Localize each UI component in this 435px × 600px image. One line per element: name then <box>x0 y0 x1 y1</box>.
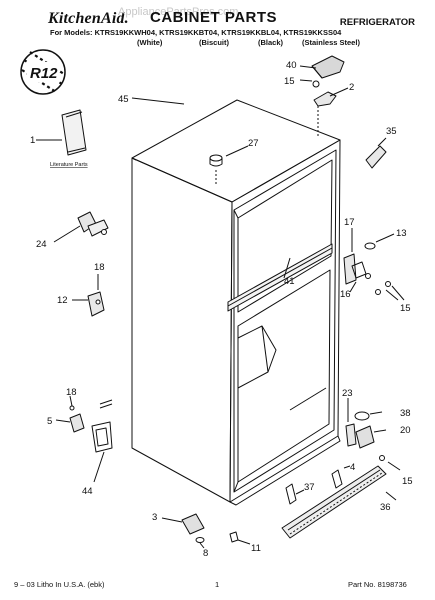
footer-litho: 9 – 03 Litho In U.S.A. (ebk) <box>14 580 105 589</box>
hinge-12 <box>72 274 105 317</box>
models-line: For Models: KTRS19KKWH04, KTRS19KKBT04, … <box>50 28 342 37</box>
cap-27 <box>209 145 249 185</box>
callout-44: 44 <box>82 486 93 497</box>
callout-17: 17 <box>344 217 355 228</box>
callout-18-lower: 18 <box>66 387 77 398</box>
callout-11: 11 <box>251 543 261 554</box>
callout-37: 37 <box>304 482 315 493</box>
divider-mullion <box>227 243 333 312</box>
callout-4: 4 <box>350 462 355 473</box>
callout-2: 2 <box>349 82 354 93</box>
callout-15-top: 15 <box>284 76 295 87</box>
callout-8: 8 <box>203 548 208 559</box>
callout-16: 16 <box>340 289 351 300</box>
callout-18-upper: 18 <box>94 262 105 273</box>
brand-logo: KitchenAid. <box>48 10 129 27</box>
hinge-right-mid <box>343 228 405 301</box>
callout-12: 12 <box>57 295 68 306</box>
hinge-24 <box>53 211 109 243</box>
callout-20: 20 <box>400 425 411 436</box>
hinge-lower-right <box>345 398 401 471</box>
door-stop-5 <box>55 395 113 483</box>
callout-3: 3 <box>152 512 157 523</box>
callout-41: 41 <box>284 276 295 287</box>
literature-booklet <box>36 109 87 156</box>
leader-lines <box>131 97 291 279</box>
footer-part-number: Part No. 8198736 <box>348 580 407 589</box>
footer-page-number: 1 <box>215 580 220 589</box>
callout-40: 40 <box>286 60 297 71</box>
bracket-35 <box>365 137 387 169</box>
clips <box>285 465 351 505</box>
callout-45: 45 <box>118 94 129 105</box>
variant-biscuit: (Biscuit) <box>199 38 229 47</box>
literature-label: Literature Parts <box>50 162 88 168</box>
callout-36: 36 <box>380 502 391 513</box>
callout-1: 1 <box>30 135 35 146</box>
category-label: REFRIGERATOR <box>339 17 415 28</box>
variant-stainless: (Stainless Steel) <box>302 38 360 47</box>
callout-15-bottom: 15 <box>402 476 413 487</box>
callout-27: 27 <box>248 138 259 149</box>
callout-5: 5 <box>47 416 52 427</box>
watermark: AppliancePartsPros.com <box>118 6 239 18</box>
badge-label: R12 <box>30 65 58 82</box>
callout-38: 38 <box>400 408 411 419</box>
base-grille <box>281 465 397 539</box>
callout-24: 24 <box>36 239 47 250</box>
r12-badge <box>20 49 66 95</box>
bottom-hinge <box>161 513 251 549</box>
callout-35: 35 <box>386 126 397 137</box>
callout-23: 23 <box>342 388 353 399</box>
page-title: CABINET PARTS <box>150 9 278 26</box>
variant-black: (Black) <box>258 38 284 47</box>
callout-15-mid: 15 <box>400 303 411 314</box>
callout-13: 13 <box>396 228 407 239</box>
cabinet <box>131 99 341 506</box>
variant-white: (White) <box>137 38 163 47</box>
top-hinge <box>299 55 349 136</box>
